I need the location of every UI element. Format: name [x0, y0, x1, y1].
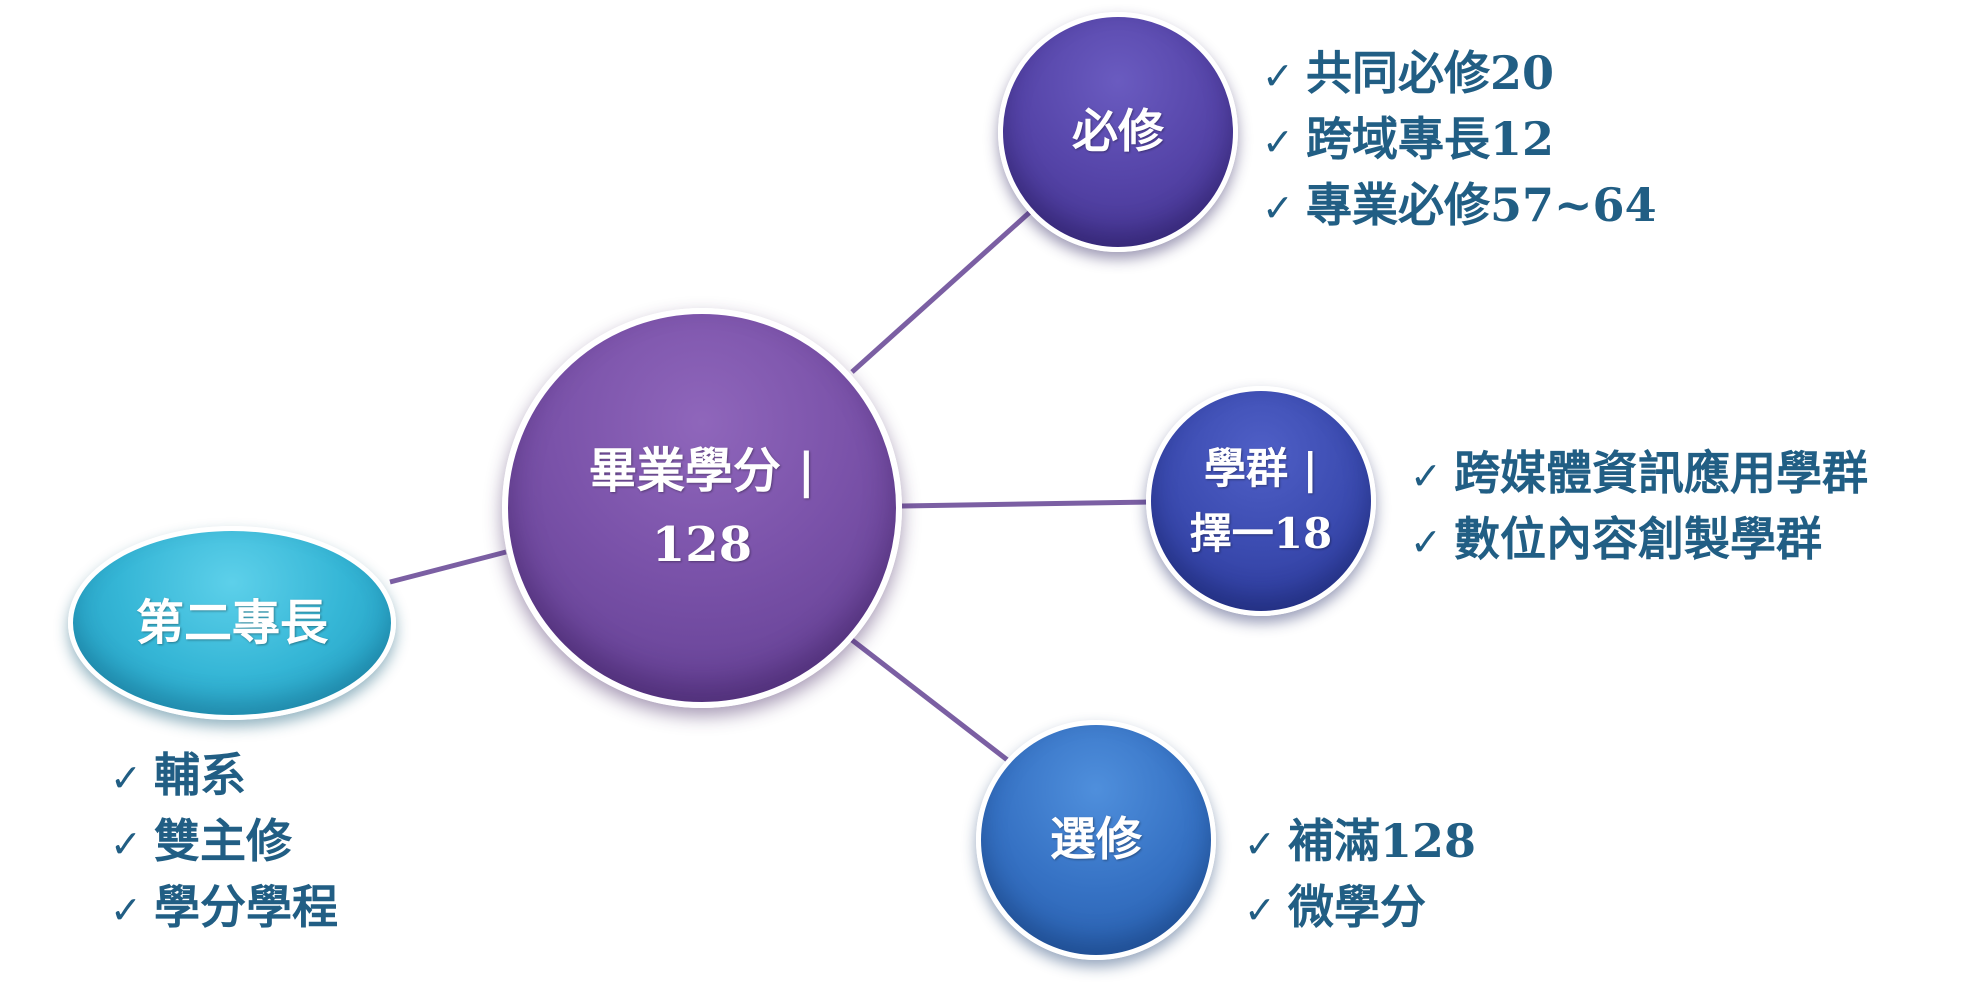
checkmark-icon: ✓	[110, 756, 142, 800]
list-item-text: 補滿128	[1288, 814, 1477, 868]
list-item-text: 輔系	[154, 748, 246, 802]
course-cluster-node: 學群 | 擇一18	[1146, 386, 1376, 616]
graduation-credits-node: 畢業學分 | 128	[502, 308, 902, 708]
checkmark-icon: ✓	[1262, 54, 1294, 98]
checkmark-icon: ✓	[1244, 822, 1276, 866]
graduation-credits-label: 畢業學分 | 128	[588, 442, 816, 573]
required-courses-node: 必修	[998, 12, 1238, 252]
checkmark-icon: ✓	[110, 822, 142, 866]
list-item: ✓ 雙主修	[110, 808, 338, 874]
list-item-text: 學分學程	[154, 880, 338, 934]
list-item: ✓ 微學分	[1244, 874, 1476, 940]
list-item-text: 微學分	[1288, 880, 1426, 934]
elective-courses-label: 選修	[1050, 812, 1142, 867]
required-courses-label: 必修	[1072, 104, 1164, 159]
course-cluster-label: 學群 | 擇一18	[1189, 443, 1333, 558]
checkmark-icon: ✓	[1410, 520, 1442, 564]
list-item-text: 專業必修57~64	[1306, 178, 1657, 232]
checkmark-icon: ✓	[1410, 454, 1442, 498]
checkmark-icon: ✓	[1244, 888, 1276, 932]
list-item-text: 跨域專長12	[1306, 112, 1555, 166]
list-item: ✓ 專業必修57~64	[1262, 172, 1657, 238]
connector-center-cluster	[901, 499, 1151, 509]
list-item: ✓ 補滿128	[1244, 808, 1476, 874]
second-specialty-list: ✓ 輔系 ✓ 雙主修 ✓ 學分學程	[110, 742, 338, 940]
checkmark-icon: ✓	[1262, 120, 1294, 164]
connector-center-elective	[850, 638, 1012, 764]
list-item-text: 數位內容創製學群	[1454, 512, 1822, 566]
list-item: ✓ 學分學程	[110, 874, 338, 940]
connector-center-required	[850, 210, 1032, 374]
list-item: ✓ 輔系	[110, 742, 338, 808]
list-item-text: 跨媒體資訊應用學群	[1454, 446, 1868, 500]
connector-center-second	[389, 549, 507, 585]
list-item: ✓ 跨域專長12	[1262, 106, 1657, 172]
second-specialty-label: 第二專長	[135, 594, 328, 651]
second-specialty-node: 第二專長	[68, 526, 396, 720]
list-item: ✓ 跨媒體資訊應用學群	[1410, 440, 1868, 506]
course-cluster-list: ✓ 跨媒體資訊應用學群 ✓ 數位內容創製學群	[1410, 440, 1868, 572]
list-item-text: 雙主修	[154, 814, 292, 868]
elective-courses-list: ✓ 補滿128 ✓ 微學分	[1244, 808, 1476, 940]
list-item: ✓ 共同必修20	[1262, 40, 1657, 106]
checkmark-icon: ✓	[110, 888, 142, 932]
list-item: ✓ 數位內容創製學群	[1410, 506, 1868, 572]
required-courses-list: ✓ 共同必修20 ✓ 跨域專長12 ✓ 專業必修57~64	[1262, 40, 1657, 238]
elective-courses-node: 選修	[976, 720, 1216, 960]
list-item-text: 共同必修20	[1306, 46, 1555, 100]
checkmark-icon: ✓	[1262, 186, 1294, 230]
